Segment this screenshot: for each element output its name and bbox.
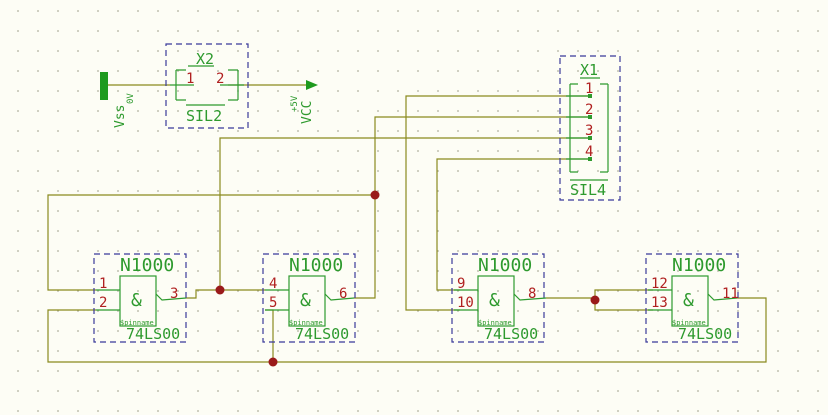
pinname-label: $pinname [120,319,154,327]
gate-pin-number: 9 [457,276,465,292]
wire-x1-pin4[interactable] [436,158,590,291]
component-frame [559,55,621,201]
power-symbol-vcc[interactable]: VCC +5V [290,80,318,124]
connector-x1[interactable]: X1 1 2 3 4 SIL4 [559,55,621,201]
vcc-label: VCC [300,101,315,124]
x2-value: SIL2 [186,107,222,125]
gate-body [119,275,157,327]
wire-x1-pin3[interactable] [219,137,590,290]
pinname-label: $pinname [289,319,323,327]
wire-gate4-out[interactable] [47,297,767,363]
junctions [215,190,600,367]
x1-pin1-number: 1 [585,81,593,97]
component-frame [645,253,739,343]
vcc-voltage: +5V [290,95,300,112]
pin-terminal [588,94,592,98]
x2-pin2-number: 2 [216,71,224,87]
gate-pin-number: 10 [457,295,474,311]
ground-bar-icon [100,72,108,100]
and-symbol: & [489,290,500,311]
gate-pin-number: 5 [269,295,277,311]
gate-ref: N1000 [120,255,174,276]
gate-value: 74LS00 [484,325,538,343]
gate-ref: N1000 [289,255,343,276]
gate-pin-number: 8 [528,286,536,302]
connector-x2[interactable]: X2 1 2 SIL2 [165,43,249,129]
wire-gate1-out[interactable] [186,289,265,299]
gate-pin-number: 1 [99,276,107,292]
and-symbol: & [131,290,142,311]
x2-ref: X2 [196,50,214,68]
junction-dot[interactable] [370,190,380,200]
wire-gate4-in1[interactable] [594,289,653,298]
gate-body [671,275,709,327]
gate-output-pin [513,293,547,301]
gate-pin-number: 4 [269,276,277,292]
nand-gate-2[interactable]: N1000 & 4 5 6 $pinname 74LS00 [262,253,356,343]
wire-gate4-in2[interactable] [594,298,653,311]
gate-output-pin [324,293,355,301]
nand-gate-1[interactable]: N1000 & 1 2 3 $pinname 74LS00 [93,253,187,343]
gate-pin-number: 2 [99,295,107,311]
pinname-label: $pinname [672,319,706,327]
component-frame [262,253,356,343]
and-symbol: & [683,290,694,311]
pinname-label: $pinname [478,319,512,327]
gate-ref: N1000 [672,255,726,276]
x1-value: SIL4 [570,181,606,199]
vss-voltage: 0V [126,93,136,104]
power-symbol-vss[interactable]: Vss 0V [100,72,136,128]
gate-value: 74LS00 [678,325,732,343]
gate-pin-number: 13 [651,295,668,311]
junction-dot[interactable] [590,295,600,305]
vss-label: Vss [113,105,128,128]
pin-terminal [588,115,592,119]
bracket-left [569,83,578,173]
junction-dot[interactable] [215,285,225,295]
junction-dot[interactable] [268,357,278,367]
gate-body [288,275,326,327]
wire-x1-pin2[interactable] [354,116,590,299]
gate-value: 74LS00 [295,325,349,343]
and-symbol: & [300,290,311,311]
gate-pin-number: 3 [170,286,178,302]
wire-feedback-top[interactable] [47,194,375,291]
wire-gate2-in2[interactable] [265,309,274,362]
nand-gate-3[interactable]: N1000 & 9 10 8 $pinname 74LS00 [451,253,547,343]
gate-body [477,275,515,327]
x1-pin4-number: 4 [585,144,593,160]
bracket-right [600,83,609,173]
gate-output-pin [707,293,738,301]
x1-pin2-number: 2 [585,102,593,118]
x2-pin1-number: 1 [186,71,194,87]
component-frame [165,43,249,129]
gate-pin-number: 12 [651,276,668,292]
gate-pin-number: 11 [722,286,739,302]
pin-terminal [588,136,592,140]
gate-output-pin [155,293,187,301]
gate-pin-number: 6 [339,286,347,302]
x1-ref: X1 [580,61,598,79]
x1-pin3-number: 3 [585,123,593,139]
gate-value: 74LS00 [126,325,180,343]
pin-terminal [588,157,592,161]
vcc-arrow-icon [306,80,318,90]
nand-gate-4[interactable]: N1000 & 12 13 11 $pinname 74LS00 [645,253,739,343]
gate-ref: N1000 [478,255,532,276]
wire-x1-pin1[interactable] [405,95,590,311]
